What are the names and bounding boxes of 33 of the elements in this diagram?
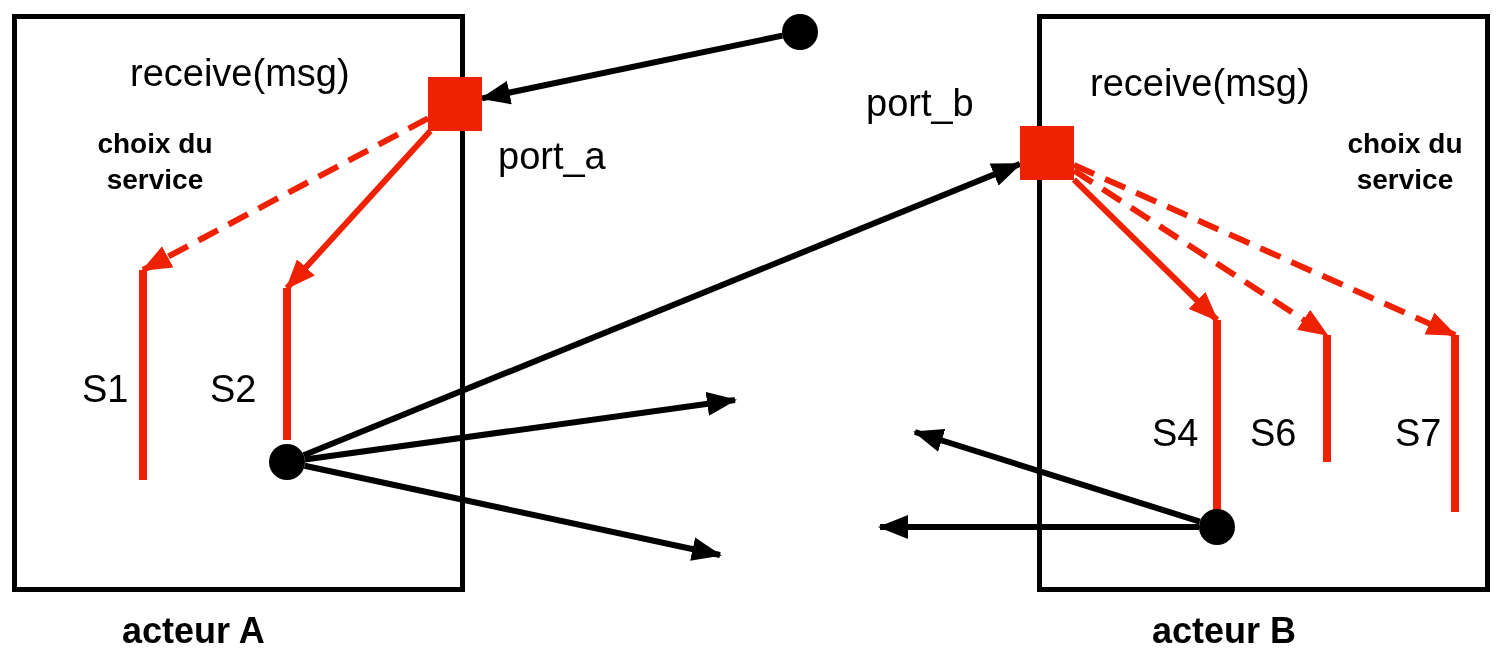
note-text: choix du service bbox=[96, 127, 214, 198]
arrow bbox=[284, 128, 433, 291]
actor-title: acteur A bbox=[122, 610, 265, 649]
port-square bbox=[1020, 126, 1074, 180]
node-label: port_b bbox=[866, 82, 974, 125]
node-label: S7 bbox=[1395, 412, 1442, 455]
arrow bbox=[913, 428, 1201, 525]
port-square bbox=[428, 77, 482, 131]
actor-frame bbox=[1037, 14, 1490, 592]
arrow bbox=[878, 515, 1199, 539]
method-label: receive(msg) bbox=[130, 52, 350, 95]
note-text: choix du service bbox=[1346, 127, 1464, 198]
service-bar bbox=[1323, 335, 1331, 462]
dot bbox=[782, 14, 818, 50]
dot bbox=[269, 444, 305, 480]
arrow bbox=[303, 462, 722, 561]
arrow bbox=[141, 115, 430, 273]
service-bar bbox=[1451, 335, 1459, 512]
arrow bbox=[1071, 177, 1220, 323]
actor-title: acteur B bbox=[1152, 610, 1297, 649]
node-label: S6 bbox=[1250, 412, 1297, 455]
service-bar bbox=[139, 270, 147, 480]
service-bar bbox=[283, 288, 291, 440]
node-label: S1 bbox=[82, 368, 129, 411]
node-label: S2 bbox=[210, 368, 257, 411]
node-label: port_a bbox=[498, 135, 606, 178]
arrow bbox=[304, 391, 737, 463]
service-bar bbox=[1213, 320, 1221, 510]
method-label: receive(msg) bbox=[1090, 62, 1310, 105]
node-label: S4 bbox=[1152, 412, 1199, 455]
actor-frame bbox=[12, 14, 465, 592]
arrow bbox=[302, 161, 1022, 458]
dot bbox=[1199, 509, 1235, 545]
